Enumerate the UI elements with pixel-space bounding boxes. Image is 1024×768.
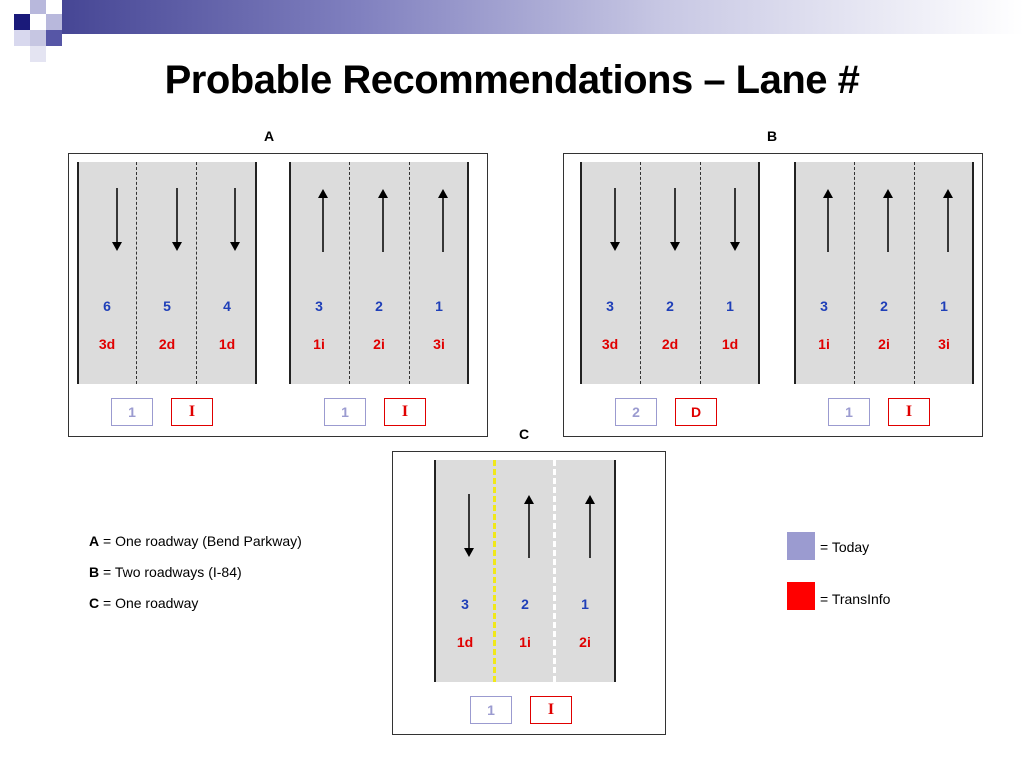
lane-code: 1d — [721, 336, 739, 352]
page-title: Probable Recommendations – Lane # — [164, 58, 860, 102]
lane-code: 3d — [601, 336, 619, 352]
down-arrow-icon — [670, 188, 680, 251]
transinfo-box: I — [384, 398, 426, 426]
transinfo-box: I — [888, 398, 930, 426]
lane-number: 2 — [880, 298, 888, 314]
lane-number: 3 — [315, 298, 323, 314]
legend-today-label: = Today — [820, 539, 870, 555]
lane-code: 1d — [218, 336, 236, 352]
legend-transinfo-swatch — [787, 582, 815, 610]
down-arrow-icon — [112, 188, 122, 251]
up-arrow-icon — [438, 189, 448, 252]
lane-number: 2 — [521, 596, 529, 612]
down-arrow-icon — [610, 188, 620, 251]
lane-code: 3i — [433, 336, 445, 352]
lane-code: 1d — [456, 634, 474, 650]
lane-number: 1 — [940, 298, 948, 314]
panel-b-left-roadway: 3 2 1 3d 2d 1d — [580, 162, 760, 384]
down-arrow-icon — [172, 188, 182, 251]
panel-b-label: B — [766, 128, 778, 144]
lane-code: 2i — [878, 336, 890, 352]
lane-number: 6 — [103, 298, 111, 314]
today-box: 1 — [828, 398, 870, 426]
lane-number: 1 — [726, 298, 734, 314]
transinfo-box: I — [171, 398, 213, 426]
lane-code: 3i — [938, 336, 950, 352]
down-arrow-icon — [730, 188, 740, 251]
roadway-notes: A = One roadway (Bend Parkway) B = Two r… — [89, 526, 302, 619]
panel-a-right-roadway: 3 2 1 1i 2i 3i — [289, 162, 469, 384]
up-arrow-icon — [585, 495, 595, 558]
lane-number: 3 — [606, 298, 614, 314]
panel-a: 6 5 4 3d 2d 1d 3 2 1 1i 2i 3i 1 I 1 I — [68, 153, 488, 437]
up-arrow-icon — [823, 189, 833, 252]
note-c: C = One roadway — [89, 595, 199, 611]
today-box: 2 — [615, 398, 657, 426]
lane-code: 1i — [818, 336, 830, 352]
panel-a-label: A — [263, 128, 275, 144]
up-arrow-icon — [378, 189, 388, 252]
panel-b: 3 2 1 3d 2d 1d 3 2 1 1i 2i 3i 2 D 1 I — [563, 153, 983, 437]
lane-number: 5 — [163, 298, 171, 314]
note-a: A = One roadway (Bend Parkway) — [89, 533, 302, 549]
note-b: B = Two roadways (I-84) — [89, 564, 242, 580]
lane-number: 1 — [581, 596, 589, 612]
today-box: 1 — [470, 696, 512, 724]
legend-transinfo-label: = TransInfo — [820, 591, 891, 607]
lane-code: 2i — [373, 336, 385, 352]
down-arrow-icon — [464, 494, 474, 557]
down-arrow-icon — [230, 188, 240, 251]
lane-code: 1i — [313, 336, 325, 352]
lane-number: 1 — [435, 298, 443, 314]
today-box: 1 — [111, 398, 153, 426]
today-box: 1 — [324, 398, 366, 426]
lane-code: 2d — [158, 336, 176, 352]
up-arrow-icon — [318, 189, 328, 252]
up-arrow-icon — [943, 189, 953, 252]
legend-today-swatch — [787, 532, 815, 560]
transinfo-box: I — [530, 696, 572, 724]
lane-number: 2 — [375, 298, 383, 314]
lane-code: 1i — [519, 634, 531, 650]
lane-number: 2 — [666, 298, 674, 314]
panel-c-label: C — [518, 426, 530, 442]
lane-number: 4 — [223, 298, 231, 314]
lane-code: 2i — [579, 634, 591, 650]
lane-number: 3 — [461, 596, 469, 612]
panel-b-right-roadway: 3 2 1 1i 2i 3i — [794, 162, 974, 384]
lane-number: 3 — [820, 298, 828, 314]
panel-c: 3 2 1 1d 1i 2i 1 I — [392, 451, 666, 735]
lane-code: 2d — [661, 336, 679, 352]
up-arrow-icon — [524, 495, 534, 558]
transinfo-box: D — [675, 398, 717, 426]
panel-a-left-roadway: 6 5 4 3d 2d 1d — [77, 162, 257, 384]
up-arrow-icon — [883, 189, 893, 252]
panel-c-roadway: 3 2 1 1d 1i 2i — [434, 460, 616, 682]
lane-code: 3d — [98, 336, 116, 352]
